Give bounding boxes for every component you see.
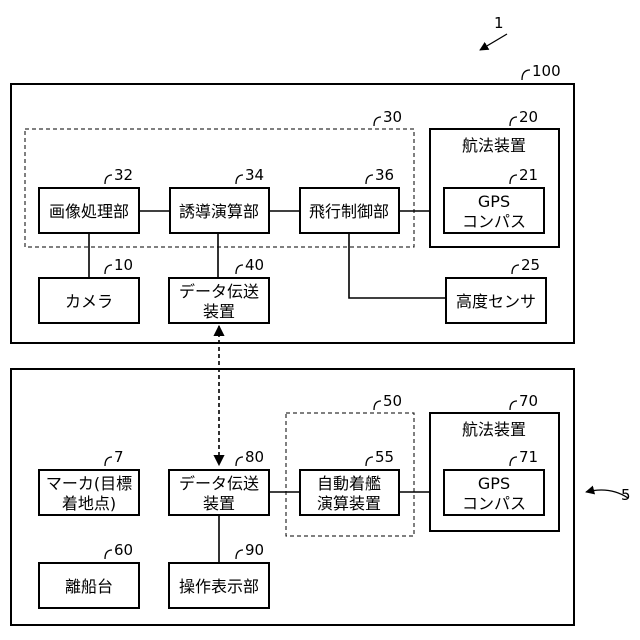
- ref-nav-device: 20: [519, 108, 538, 126]
- ref-flight-control-leader: [366, 175, 373, 184]
- ref-ship-gps-compass-leader: [510, 457, 517, 466]
- ref-ship-nav-device: 70: [519, 392, 538, 410]
- ref-nav-device-leader: [510, 117, 517, 126]
- ref-ship-gps-compass: 71: [519, 448, 538, 466]
- gps-compass-label-line2: コンパス: [462, 212, 526, 231]
- aircraft-data-tx-label-line1: データ伝送: [179, 282, 259, 301]
- ref-flight-control: 36: [375, 166, 394, 184]
- guidance-calc-label: 誘導演算部: [179, 202, 259, 221]
- flight-control-label: 飛行制御部: [309, 202, 389, 221]
- ref-altitude-sensor-leader: [512, 265, 519, 274]
- altitude-sensor-label: 高度センサ: [456, 292, 536, 311]
- ref-altitude-sensor: 25: [521, 256, 540, 274]
- auto-landing-label-line2: 演算装置: [317, 494, 381, 513]
- marker-label-line1: マーカ(目標: [46, 474, 132, 493]
- ref-aircraft: 100: [532, 62, 561, 80]
- ref-landing-leader: [374, 401, 381, 410]
- ref-guidance-leader: [374, 117, 381, 126]
- ref-image-processing: 32: [114, 166, 133, 184]
- ref-camera-leader: [105, 265, 112, 274]
- ref-system: 1: [494, 14, 504, 32]
- camera-label: カメラ: [65, 292, 113, 311]
- op-display-label: 操作表示部: [179, 577, 259, 596]
- ref-guidance-calc-leader: [236, 175, 243, 184]
- ref-guidance-group: 30: [383, 108, 402, 126]
- ref-marker: 7: [114, 448, 124, 466]
- departure-pad-label: 離船台: [65, 577, 113, 596]
- ref-system-arrow: [480, 34, 507, 50]
- ref-op-display-leader: [236, 550, 243, 559]
- ref-aircraft-leader: [522, 70, 530, 80]
- ref-op-display: 90: [245, 541, 264, 559]
- ship-data-tx-label-line2: 装置: [203, 494, 235, 513]
- ref-aircraft-data-tx-leader: [236, 265, 243, 274]
- ship-gps-compass-label-line1: GPS: [478, 474, 510, 493]
- ref-gps-compass-leader: [510, 175, 517, 184]
- nav-device-label: 航法装置: [462, 136, 526, 155]
- ref-guidance-calc: 34: [245, 166, 264, 184]
- image-processing-label: 画像処理部: [49, 202, 129, 221]
- ship-nav-device-label: 航法装置: [462, 420, 526, 439]
- ref-auto-landing: 55: [375, 448, 394, 466]
- ref-ship-data-tx: 80: [245, 448, 264, 466]
- ship-data-tx-label-line1: データ伝送: [179, 474, 259, 493]
- ship-gps-compass-label-line2: コンパス: [462, 494, 526, 513]
- gps-compass-label-line1: GPS: [478, 192, 510, 211]
- ref-departure-pad-leader: [105, 550, 112, 559]
- ref-ship-nav-device-leader: [510, 401, 517, 410]
- ref-image-processing-leader: [105, 175, 112, 184]
- wire-flight-to-altitude: [349, 233, 446, 298]
- ref-camera: 10: [114, 256, 133, 274]
- ref-departure-pad: 60: [114, 541, 133, 559]
- aircraft-data-tx-label-line2: 装置: [203, 302, 235, 321]
- ref-ship: 5: [621, 486, 631, 504]
- marker-label-line2: 着地点): [62, 494, 116, 513]
- ref-gps-compass: 21: [519, 166, 538, 184]
- ref-landing-group: 50: [383, 392, 402, 410]
- auto-landing-label-line1: 自動着艦: [317, 474, 381, 493]
- ref-aircraft-data-tx: 40: [245, 256, 264, 274]
- ref-marker-leader: [105, 457, 112, 466]
- ref-ship-data-tx-leader: [236, 457, 243, 466]
- ref-auto-landing-leader: [366, 457, 373, 466]
